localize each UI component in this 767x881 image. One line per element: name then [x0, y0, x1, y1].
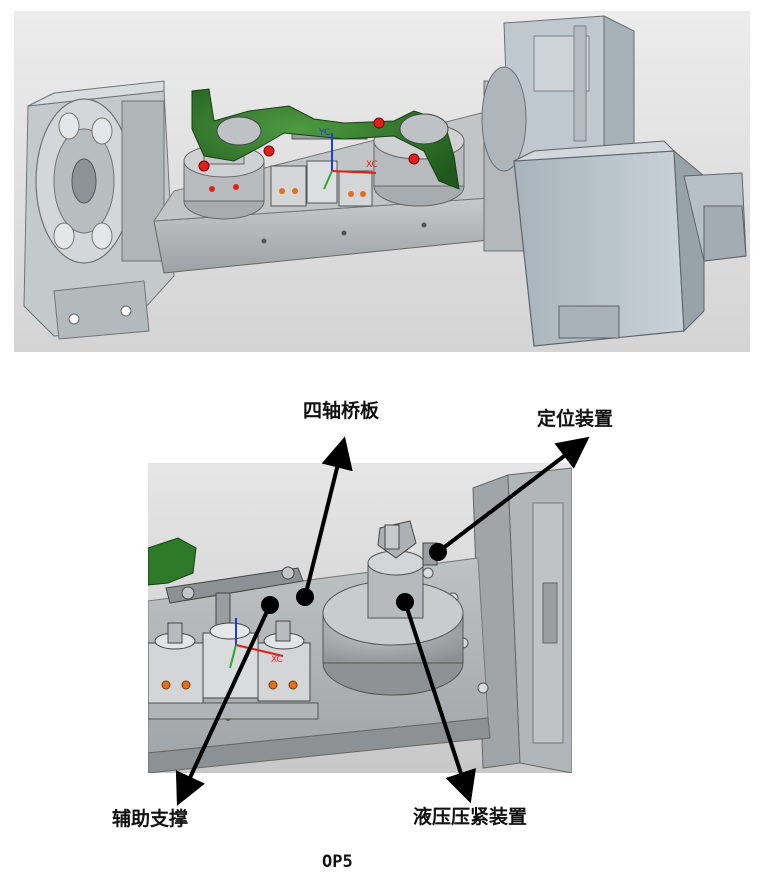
yc-axis-label: YC	[318, 128, 330, 138]
workpiece-arm-detail	[148, 537, 197, 586]
support-blocks-detail	[148, 620, 319, 720]
fixture-detail-drawing: XC	[148, 463, 572, 773]
xc-axis-label-detail: XC	[271, 655, 283, 665]
xc-axis-label: XC	[366, 160, 378, 170]
coordinate-triad-top: XC YC	[318, 128, 378, 190]
label-bridge-plate: 四轴桥板	[303, 400, 380, 422]
label-auxiliary-support: 辅助支撑	[112, 808, 189, 830]
fixture-detail-render: XC	[148, 463, 572, 773]
rotary-headstock	[481, 15, 747, 347]
label-hydraulic-clamp: 液压压紧装置	[413, 806, 528, 828]
label-locating-device: 定位装置	[537, 408, 614, 430]
fixture-overview-drawing: XC YC	[14, 11, 750, 352]
tailstock	[23, 80, 175, 340]
fixture-overview-render: XC YC	[14, 11, 750, 352]
workpiece-green	[191, 88, 460, 190]
figure-caption: OP5	[322, 852, 353, 872]
